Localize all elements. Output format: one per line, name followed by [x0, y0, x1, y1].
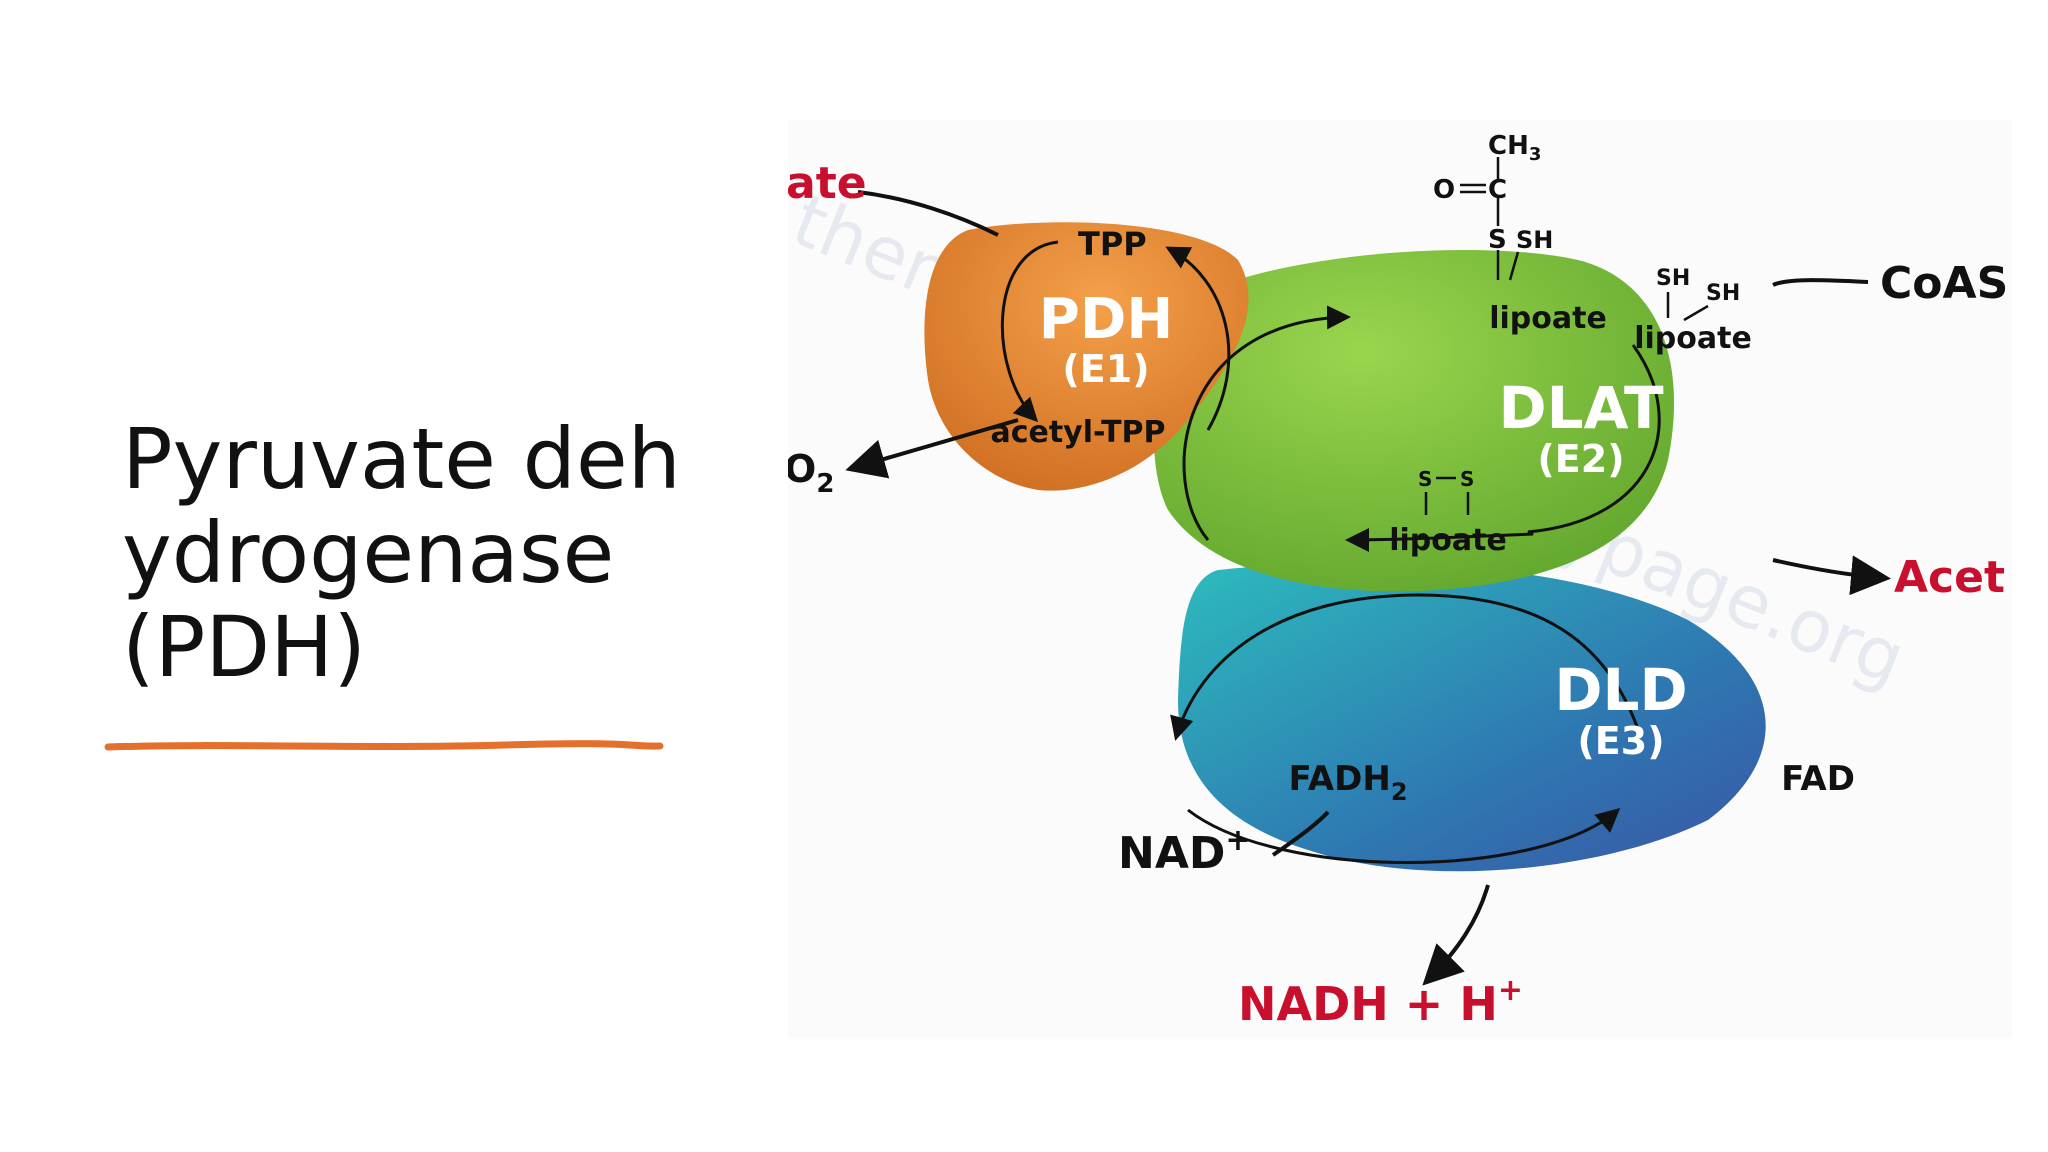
pdh-complex-diagram: themedicalbiochemistrypage.org [788, 120, 2012, 1038]
slide-title: Pyruvate dehydrogenase (PDH) [122, 410, 681, 696]
co2-out-arrow [845, 418, 1019, 479]
acetyl-out-arrow [1772, 555, 1891, 596]
sh-label-2: SH [1656, 266, 1690, 291]
coash-label: CoAS [1880, 258, 2008, 309]
bond-sh-3 [1683, 304, 1709, 322]
fad-label: FAD [1781, 759, 1855, 799]
carbon-label: C [1488, 175, 1507, 205]
dlat-name-label: DLAT [1498, 374, 1663, 442]
dld-e3-blob [1178, 562, 1766, 872]
dlat-e2-blob [1153, 250, 1674, 592]
ch3-label: CH3 [1488, 131, 1541, 165]
nad-label: NAD+ [1118, 823, 1251, 879]
dld-upper-arc [1170, 593, 1642, 741]
pdh-name-label: PDH [1039, 287, 1173, 352]
fadh2-label: FADH2 [1288, 759, 1407, 806]
sulfur-label: S [1488, 225, 1507, 255]
coash-in-arrow [1772, 278, 1869, 287]
pyruvate-label: ate [788, 158, 867, 209]
dld-lower-arc [1187, 808, 1621, 864]
pdh-cycle-left-arrow [1000, 240, 1059, 423]
s-label-left: S [1418, 467, 1432, 491]
sh-label-3: SH [1706, 281, 1740, 306]
lipoate-acetyl-label: lipoate [1489, 301, 1607, 336]
s-label-right: S [1460, 467, 1474, 491]
co2-label: O2 [788, 447, 834, 499]
pdh-code-label: (E1) [1062, 347, 1149, 391]
oxygen-label: O [1433, 175, 1455, 205]
title-underline [104, 740, 664, 751]
acetyl-tpp-label: acetyl-TPP [990, 415, 1165, 450]
bond-sh-lipoate [1508, 251, 1520, 281]
sh-label-1: SH [1516, 226, 1553, 254]
pdh-cycle-right-arrow [1165, 246, 1231, 431]
tpp-label: TPP [1078, 225, 1147, 263]
nadh-label: NADH + H+ [1238, 973, 1523, 1031]
lipoate-reduced-label: lipoate [1634, 321, 1752, 356]
acetyl-coa-label: Acet [1894, 552, 2005, 603]
dld-code-label: (E3) [1577, 719, 1664, 763]
dlat-cycle-top-arrow [1182, 305, 1351, 541]
dlat-code-label: (E2) [1537, 437, 1624, 481]
pyruvate-in-arrow [857, 190, 999, 237]
dlat-cycle-right-arrow [1345, 344, 1661, 552]
dld-name-label: DLD [1554, 656, 1687, 724]
nadh-out-arrow [1422, 884, 1490, 986]
lipoate-oxidized-label: lipoate [1389, 523, 1507, 558]
nad-in-arrow [1271, 810, 1330, 857]
